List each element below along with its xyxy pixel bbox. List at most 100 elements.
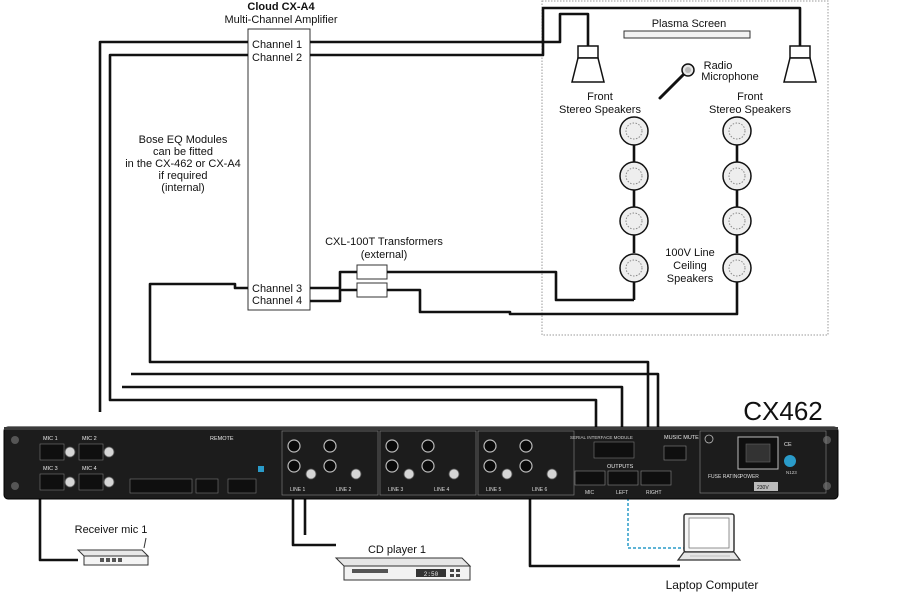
line1-l-jack[interactable] — [287, 459, 301, 473]
paging-terminal[interactable] — [227, 478, 257, 494]
front-speaker-right-label-1: Front — [737, 91, 763, 103]
power-label: POWER — [740, 474, 759, 480]
ctrl-terminal[interactable] — [129, 478, 193, 494]
line4-gain-knob[interactable] — [448, 468, 460, 480]
line1-gain-knob[interactable] — [305, 468, 317, 480]
ceiling-speaker-icon — [722, 206, 752, 236]
receiver-label: Receiver mic 1 — [75, 524, 148, 536]
laptop-icon[interactable] — [676, 513, 742, 561]
line5-label: LINE 5 — [486, 487, 502, 493]
line-inputs — [281, 430, 575, 496]
power-inlet[interactable] — [737, 436, 779, 470]
amplifier-subtitle: Multi-Channel Amplifier — [224, 14, 337, 26]
line4-label: LINE 4 — [434, 487, 450, 493]
plasma-screen-label: Plasma Screen — [652, 18, 727, 30]
line2-label: LINE 2 — [336, 487, 352, 493]
bose-note-line-3: in the CX-462 or CX-A4 — [125, 158, 241, 170]
power-panel — [699, 430, 827, 494]
mixer-mic2-label: MIC 2 — [82, 436, 97, 442]
transformers-sublabel: (external) — [361, 249, 407, 261]
ceiling-speaker-icon — [619, 206, 649, 236]
line2-gain-knob[interactable] — [350, 468, 362, 480]
line4-l-jack[interactable] — [421, 459, 435, 473]
line3-l-jack[interactable] — [385, 459, 399, 473]
amplifier-title: Cloud CX-A4 — [247, 1, 315, 13]
ceiling-speakers — [619, 116, 752, 283]
bose-note-line-4: if required — [159, 170, 208, 182]
outputs-label: OUTPUTS — [607, 464, 634, 470]
transformer-1 — [356, 264, 388, 280]
radio-microphone-icon — [658, 63, 695, 100]
line3-r-jack[interactable] — [385, 439, 399, 453]
front-speaker-left-label-1: Front — [587, 91, 613, 103]
line4-r-jack[interactable] — [421, 439, 435, 453]
ceiling-speaker-icon — [722, 253, 752, 283]
mic-gain-knobs — [64, 446, 115, 488]
radio-mic-label-1: Radio — [704, 60, 733, 72]
mixer-mic1-label: MIC 1 — [43, 436, 58, 442]
line2-r-jack[interactable] — [323, 439, 337, 453]
mic2-connector[interactable] — [78, 443, 104, 461]
data-cable — [627, 478, 686, 549]
out-left-label: LEFT — [616, 490, 628, 496]
front-speaker-left-icon — [571, 45, 605, 83]
receiver-device[interactable] — [76, 537, 150, 566]
mixer-model-label: CX462 — [743, 396, 823, 426]
bose-note-line-2: can be fitted — [153, 146, 213, 158]
mic4-gain-knob[interactable] — [103, 476, 115, 488]
output-left-terminal[interactable] — [607, 470, 639, 486]
mic4-connector[interactable] — [78, 473, 104, 491]
line1-label: LINE 1 — [290, 487, 306, 493]
line2-l-jack[interactable] — [323, 459, 337, 473]
ce-mark: CE — [784, 442, 792, 448]
voltage-selector[interactable] — [754, 482, 778, 491]
plasma-screen — [623, 30, 751, 39]
mic-connectors — [39, 443, 104, 491]
out-right-label: RIGHT — [646, 490, 662, 496]
line6-gain-knob[interactable] — [546, 468, 558, 480]
output-right-terminal[interactable] — [640, 470, 672, 486]
cd-display-text: 2:50 — [424, 571, 439, 578]
ceiling-speaker-icon — [619, 161, 649, 191]
line6-l-jack[interactable] — [519, 459, 533, 473]
bose-note-line-5: (internal) — [161, 182, 204, 194]
front-speaker-left-label-2: Stereo Speakers — [559, 104, 641, 116]
mic1-connector[interactable] — [39, 443, 65, 461]
line5-gain-knob[interactable] — [501, 468, 513, 480]
output-mic-terminal[interactable] — [574, 470, 606, 486]
serial-module-label: SERIAL INTERFACE MODULE — [570, 435, 633, 440]
front-speaker-right-icon — [783, 45, 817, 83]
line6-r-jack[interactable] — [519, 439, 533, 453]
serial-port[interactable] — [593, 441, 635, 459]
line1-r-jack[interactable] — [287, 439, 301, 453]
transformers-label: CXL-100T Transformers — [325, 236, 443, 248]
bose-note-line-1: Bose EQ Modules — [139, 134, 228, 146]
ceiling-speaker-icon — [619, 253, 649, 283]
amp-channel-1: Channel 1 — [252, 39, 302, 51]
ground-icon — [704, 434, 714, 444]
line5-l-jack[interactable] — [483, 459, 497, 473]
line3-label: LINE 3 — [388, 487, 404, 493]
remote-terminals — [129, 478, 257, 494]
line5-r-jack[interactable] — [483, 439, 497, 453]
front-speaker-right-label-2: Stereo Speakers — [709, 104, 791, 116]
mic3-connector[interactable] — [39, 473, 65, 491]
ceiling-speaker-icon — [722, 161, 752, 191]
cd-player-device[interactable] — [334, 557, 472, 581]
music-mute-label: MUSIC MUTE — [664, 435, 699, 441]
line3-gain-knob[interactable] — [403, 468, 415, 480]
room-boundary — [541, 0, 829, 336]
mic2-gain-knob[interactable] — [103, 446, 115, 458]
mixer-remote-label: REMOTE — [210, 436, 234, 442]
music-mute-terminal[interactable] — [663, 445, 687, 461]
mic1-gain-knob[interactable] — [64, 446, 76, 458]
amp-channel-4: Channel 4 — [252, 295, 302, 307]
serial-number: N123 — [786, 470, 797, 475]
ceiling-speaker-icon — [722, 116, 752, 146]
remote-terminal[interactable] — [195, 478, 219, 494]
ceiling-speaker-icon — [619, 116, 649, 146]
mic3-gain-knob[interactable] — [64, 476, 76, 488]
transformer-2 — [356, 282, 388, 298]
ceiling-label-3: Speakers — [667, 273, 714, 285]
status-led — [258, 466, 264, 472]
